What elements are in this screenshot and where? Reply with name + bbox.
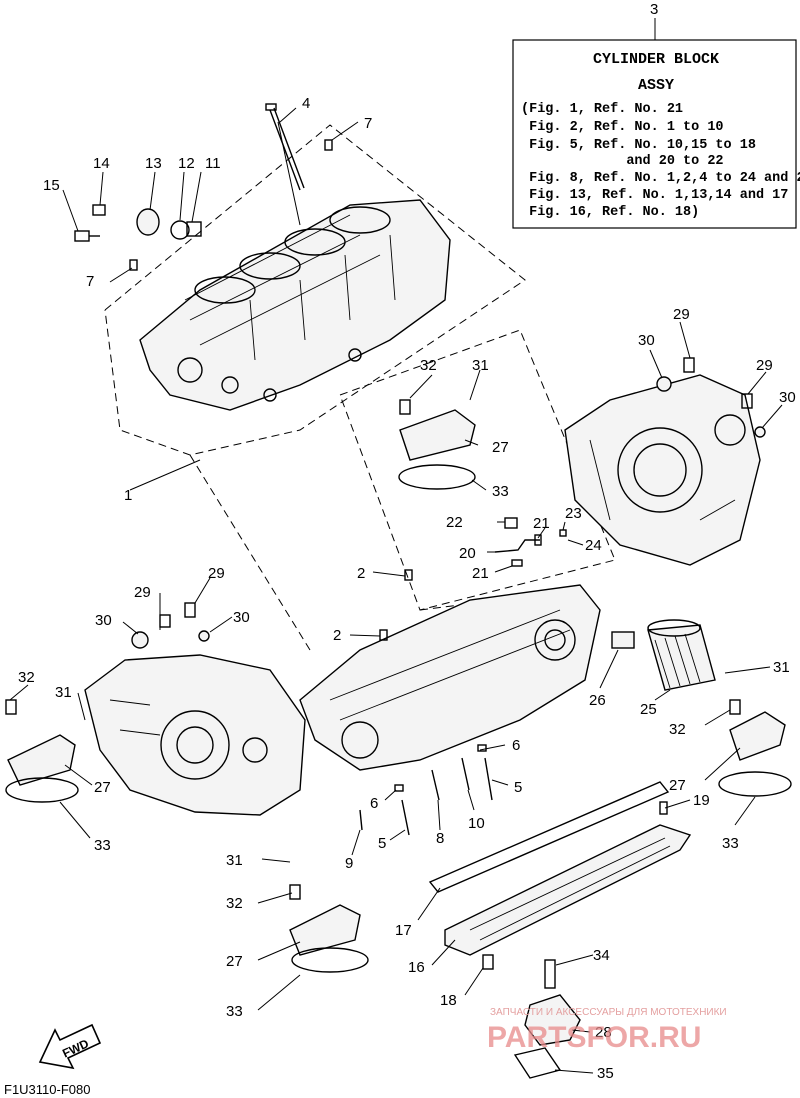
small-fittings [74, 204, 202, 242]
box-line-4: and 20 to 22 [521, 154, 724, 169]
callout-28: 28 [595, 1024, 612, 1041]
callout-32-left: 32 [18, 669, 35, 686]
callout-22: 22 [446, 514, 463, 531]
box-line-3: Fig. 5, Ref. No. 10,15 to 18 [521, 138, 756, 153]
callout-29-right-b: 29 [756, 357, 773, 374]
box-line-2: Fig. 2, Ref. No. 1 to 10 [521, 120, 724, 135]
callout-17: 17 [395, 922, 412, 939]
callout-30-left-a: 30 [95, 612, 112, 629]
callout-33-right: 33 [722, 835, 739, 852]
callout-3: 3 [650, 1, 658, 18]
callout-15: 15 [43, 177, 60, 194]
box-title-line1: CYLINDER BLOCK [593, 51, 719, 68]
callout-24: 24 [585, 537, 602, 554]
callout-30-left-b: 30 [233, 609, 250, 626]
callout-19: 19 [693, 792, 710, 809]
callout-14: 14 [93, 155, 110, 172]
callout-31-left: 31 [55, 684, 72, 701]
watermark-brand: PARTSFOR.RU [487, 1021, 701, 1054]
callout-21-lower: 21 [472, 565, 489, 582]
callout-6-left: 6 [370, 795, 378, 812]
callout-27-left: 27 [94, 779, 111, 796]
callout-29-left: 29 [134, 584, 151, 601]
engine-mounts [5, 399, 792, 973]
callout-26: 26 [589, 692, 606, 709]
box-line-1: (Fig. 1, Ref. No. 21 [521, 102, 683, 117]
callout-12: 12 [178, 155, 195, 172]
box-line-7: Fig. 16, Ref. No. 18) [521, 205, 699, 220]
callout-27-bottom: 27 [226, 953, 243, 970]
leader-lines [9, 107, 783, 1074]
callout-27-center: 27 [492, 439, 509, 456]
watermark-tagline: ЗАПЧАСТИ И АКСЕССУАРЫ ДЛЯ МОТОТЕХНИКИ [490, 1007, 727, 1018]
callout-7-upper: 7 [364, 115, 372, 132]
callout-5-left: 5 [378, 835, 386, 852]
fwd-arrow: FWD [38, 1023, 102, 1070]
callout-7-lower: 7 [86, 273, 94, 290]
callout-33-left: 33 [94, 837, 111, 854]
callout-31-bottom: 31 [226, 852, 243, 869]
callout-31-right: 31 [773, 659, 790, 676]
crankcase-lower [299, 569, 601, 771]
bracket-and-plate [513, 994, 581, 1079]
callout-9: 9 [345, 855, 353, 872]
reference-box: 3 CYLINDER BLOCK ASSY (Fig. 1, Ref. No. … [512, 1, 800, 229]
oil-pipe [494, 517, 567, 567]
box-line-5: Fig. 8, Ref. No. 1,2,4 to 24 and 26 [521, 171, 800, 186]
cylinder-block [139, 199, 451, 411]
callout-23: 23 [565, 505, 582, 522]
callout-32-right: 32 [669, 721, 686, 738]
callout-30-right-a: 30 [638, 332, 655, 349]
left-crankcase-cover [84, 602, 306, 816]
watermark: ЗАПЧАСТИ И АКСЕССУАРЫ ДЛЯ МОТОТЕХНИКИ PA… [487, 1007, 727, 1054]
callout-31-center: 31 [472, 357, 489, 374]
stud-and-dowels [129, 103, 333, 271]
callout-20: 20 [459, 545, 476, 562]
callout-2-upper: 2 [357, 565, 365, 582]
callout-5-right: 5 [514, 779, 522, 796]
callout-4: 4 [302, 95, 310, 112]
callout-32-center: 32 [420, 357, 437, 374]
callout-33-bottom: 33 [226, 1003, 243, 1020]
callout-21-upper: 21 [533, 515, 550, 532]
callout-6-right: 6 [512, 737, 520, 754]
callout-25: 25 [640, 701, 657, 718]
callout-13: 13 [145, 155, 162, 172]
callout-35: 35 [597, 1065, 614, 1082]
right-crankcase-cover [564, 357, 766, 566]
callout-33-center: 33 [492, 483, 509, 500]
callout-16: 16 [408, 959, 425, 976]
callout-34: 34 [593, 947, 610, 964]
callout-2-lower: 2 [333, 627, 341, 644]
oil-filter [611, 619, 716, 691]
callout-30-right-b: 30 [779, 389, 796, 406]
drawing-code: F1U3110-F080 [4, 1082, 90, 1097]
oil-pan [428, 781, 692, 956]
callout-1: 1 [124, 487, 132, 504]
callout-10: 10 [468, 815, 485, 832]
callout-18: 18 [440, 992, 457, 1009]
callout-32-bottom: 32 [226, 895, 243, 912]
callout-11: 11 [205, 155, 221, 172]
callout-29-left-b: 29 [208, 565, 225, 582]
callout-29-right-a: 29 [673, 306, 690, 323]
bolts [359, 744, 556, 989]
callouts: 4 7 7 11 12 13 14 15 1 2 2 32 31 27 33 2… [18, 95, 796, 1082]
reference-box-frame [512, 39, 797, 229]
box-line-6: Fig. 13, Ref. No. 1,13,14 and 17 [521, 188, 788, 203]
callout-8: 8 [436, 830, 444, 847]
callout-27-right: 27 [669, 777, 686, 794]
box-title-line2: ASSY [638, 77, 674, 94]
